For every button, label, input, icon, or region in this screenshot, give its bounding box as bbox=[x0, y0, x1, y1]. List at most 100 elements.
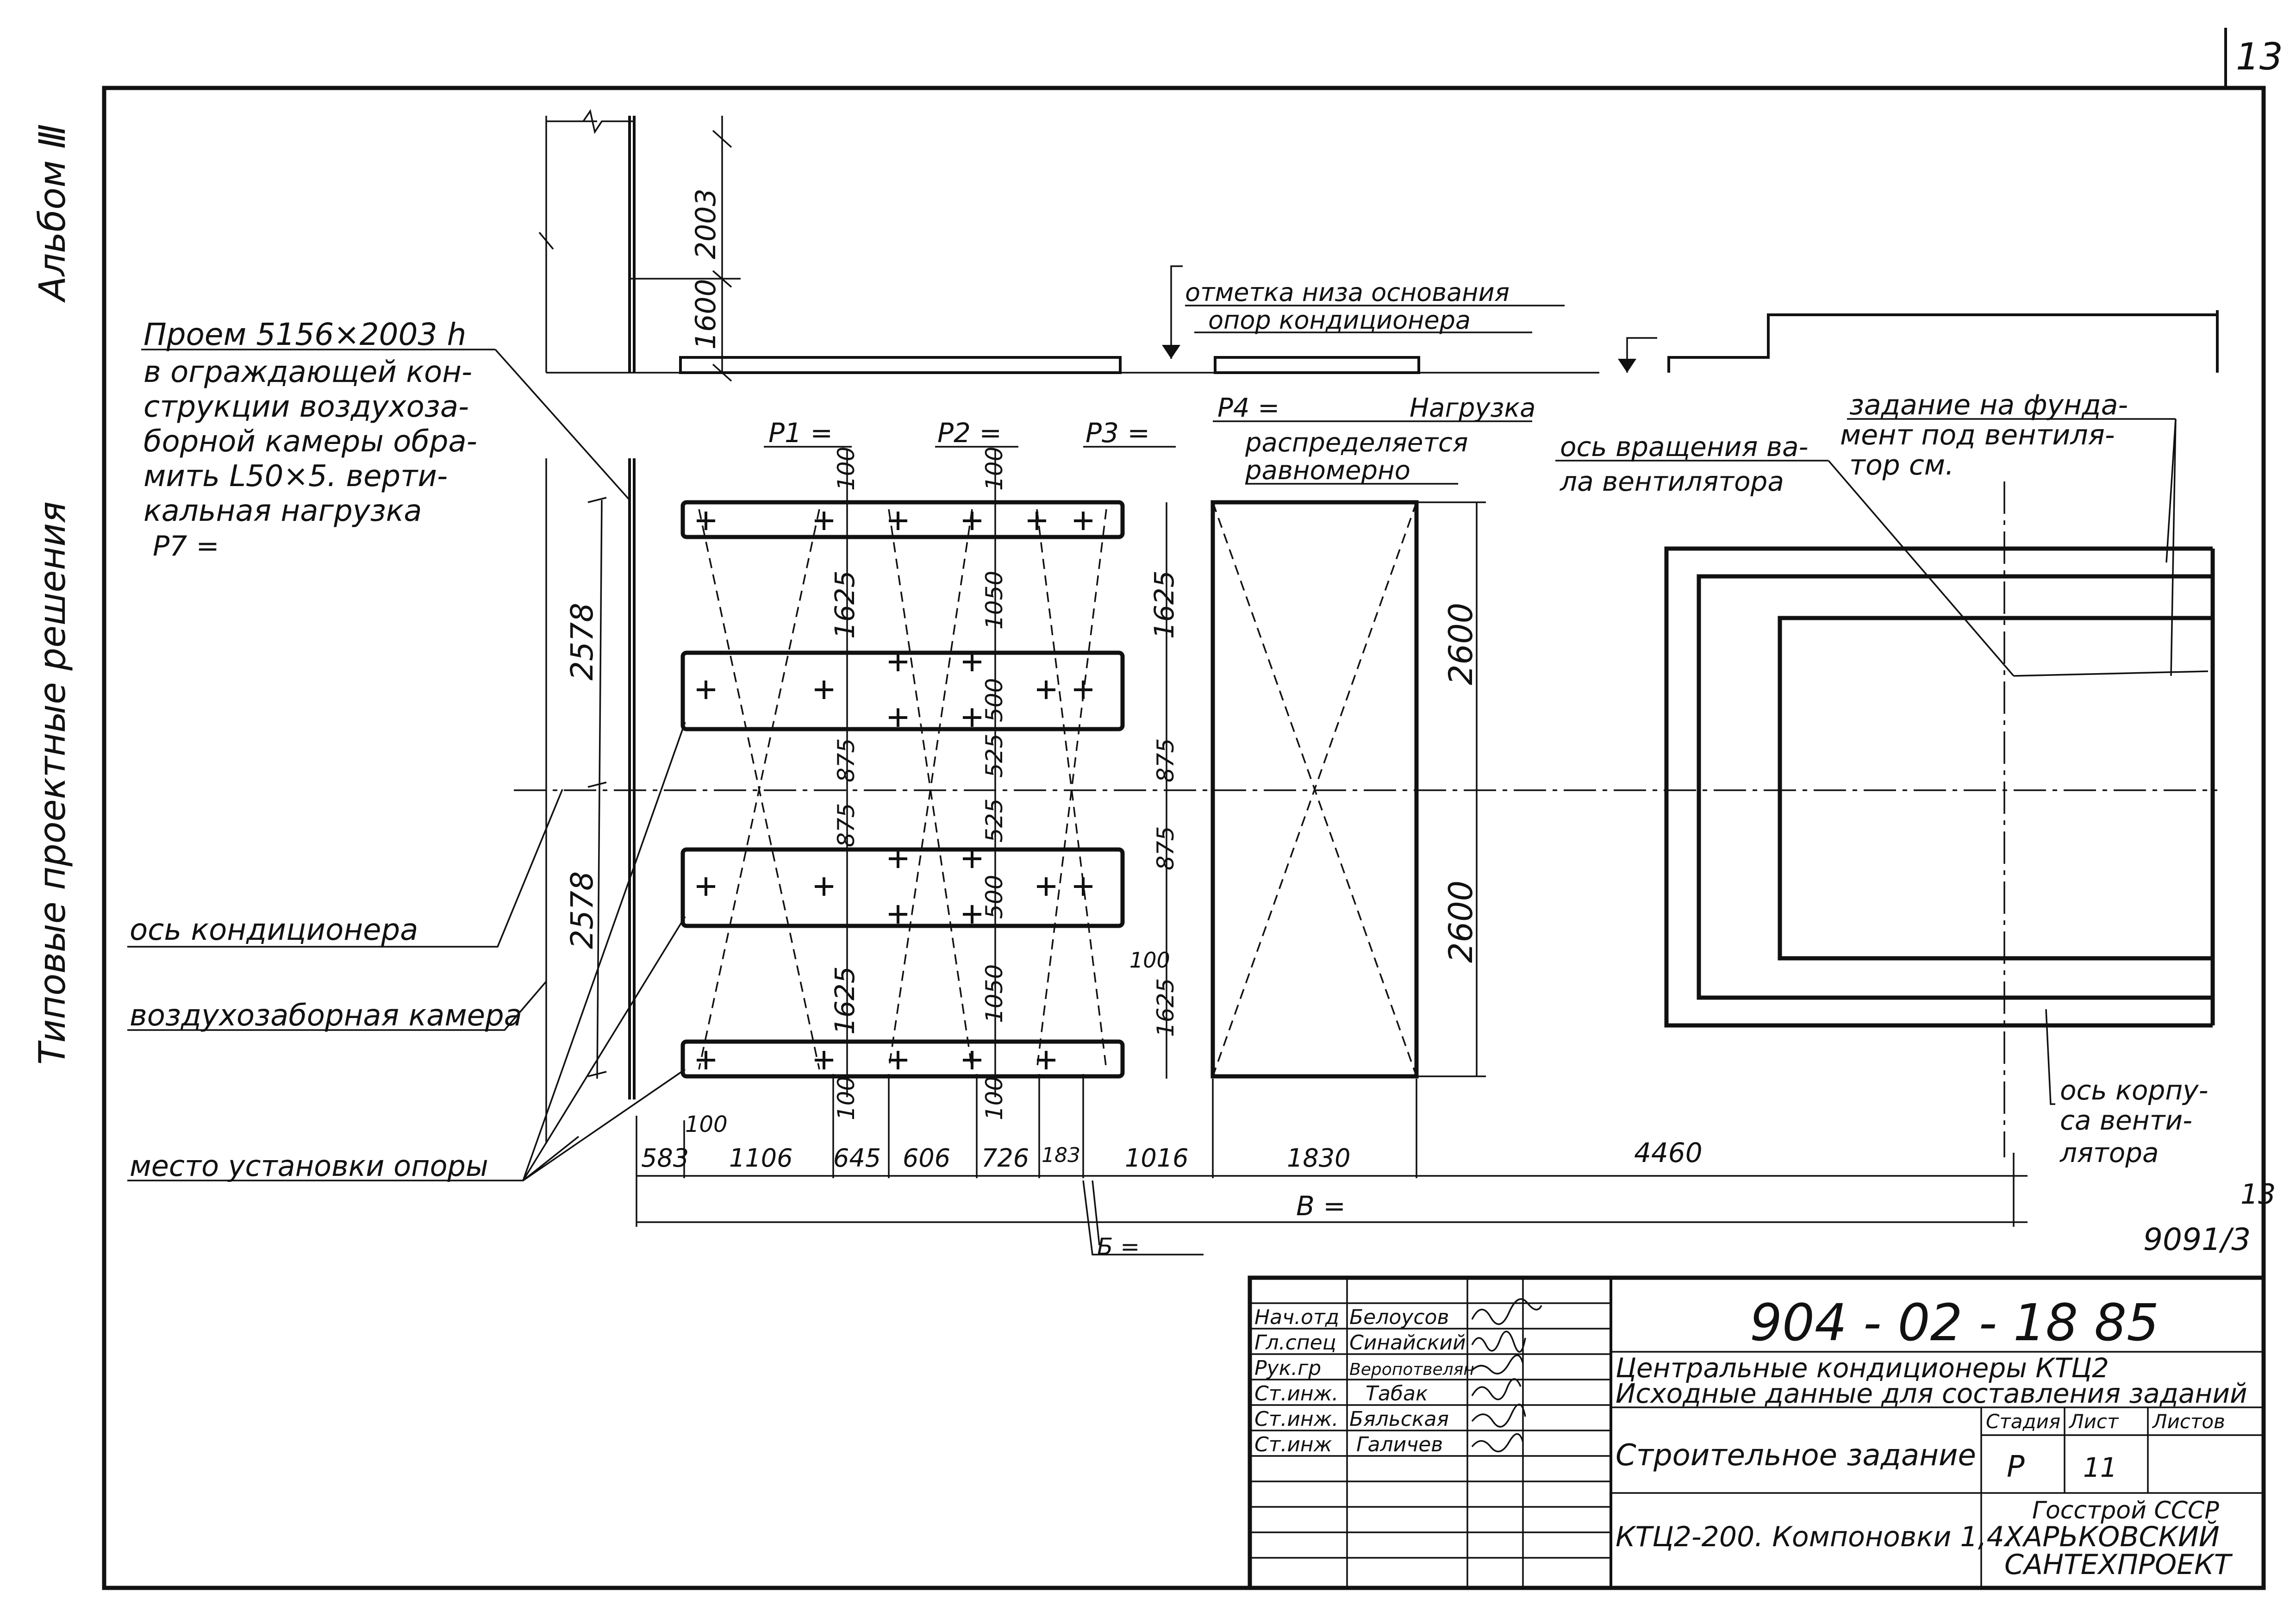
sheet-label: Лист bbox=[2068, 1410, 2119, 1433]
title-block: Нач.отд Белоусов Гл.спец Синайский Рук.г… bbox=[1248, 1275, 2266, 1590]
staff-name-6: Галичев bbox=[1356, 1433, 1443, 1456]
title-line-2: Исходные данные для составления заданий bbox=[1616, 1378, 2247, 1409]
dim-500-b: 500 bbox=[981, 875, 1008, 919]
staff-role-3: Рук.гр bbox=[1254, 1356, 1321, 1380]
support-beam-2 bbox=[680, 650, 1125, 731]
opening-note-4: борной камеры обра- bbox=[144, 425, 477, 459]
load-p3: P3 = bbox=[1086, 417, 1150, 449]
p4-load-word: Нагрузка bbox=[1410, 393, 1535, 423]
dim-525-b: 525 bbox=[981, 799, 1008, 843]
dim-100-e: 100 bbox=[1129, 948, 1170, 973]
opening-note-5: мить L50×5. верти- bbox=[144, 459, 448, 493]
dim-4460: 4460 bbox=[1634, 1137, 1703, 1168]
motor-footprint bbox=[1210, 500, 1419, 1079]
opening-note-2: в ограждающей кон- bbox=[144, 355, 472, 389]
dim-1625-a: 1625 bbox=[829, 570, 861, 639]
sheets-label: Листов bbox=[2152, 1410, 2225, 1433]
foundation-note-3: тор см. bbox=[1849, 449, 1954, 481]
sheet-name: Строительное задание bbox=[1616, 1438, 1976, 1473]
p4-label: P4 = bbox=[1217, 393, 1279, 423]
opening-note-3: струкции воздухоза- bbox=[144, 390, 469, 424]
staff-role-4: Ст.инж. bbox=[1254, 1382, 1338, 1405]
dim-1050-b: 1050 bbox=[981, 964, 1008, 1023]
dim-100-c: 100 bbox=[981, 447, 1008, 491]
fan-body-note-3: лятора bbox=[2059, 1137, 2159, 1168]
dim-583: 583 bbox=[641, 1143, 689, 1173]
page-number: 13 bbox=[2236, 35, 2283, 78]
shaft-axis-note-2: ла вентилятора bbox=[1560, 466, 1784, 497]
sheet-value: 11 bbox=[2083, 1452, 2117, 1483]
dim-1625-c: 1625 bbox=[1148, 570, 1180, 639]
shaft-axis-note-1: ось вращения ва- bbox=[1560, 431, 1808, 462]
org-line-1: Госстрой СССР bbox=[2032, 1497, 2219, 1524]
dim-100-d: 100 bbox=[981, 1076, 1008, 1120]
staff-role-5: Ст.инж. bbox=[1254, 1407, 1338, 1431]
dim-b: Б = bbox=[1097, 1233, 1140, 1260]
staff-role-2: Гл.спец bbox=[1254, 1331, 1336, 1355]
level-arrow-icon-2 bbox=[1618, 359, 1636, 373]
signatures bbox=[1471, 1298, 1542, 1453]
dim-1106: 1106 bbox=[729, 1143, 792, 1173]
staff-name-5: Бяльская bbox=[1349, 1407, 1449, 1431]
support-mark-line2: опор кондиционера bbox=[1208, 306, 1471, 335]
dim-875-a: 875 bbox=[833, 738, 860, 782]
dim-606: 606 bbox=[903, 1143, 950, 1173]
foundation-note-1: задание на фунда- bbox=[1849, 389, 2128, 421]
support-beam-4 bbox=[680, 1039, 1125, 1079]
dim-100-f: 100 bbox=[685, 1112, 728, 1137]
fan-body-note-1: ось корпу- bbox=[2060, 1074, 2209, 1106]
sheet-frame bbox=[102, 86, 2266, 1590]
dim-2578-bottom: 2578 bbox=[564, 871, 600, 949]
dim-1050-a: 1050 bbox=[981, 571, 1008, 630]
support-mark-line1: отметка низа основания bbox=[1185, 278, 1510, 307]
layout-name: КТЦ2-200. Компоновки 1,4. bbox=[1616, 1521, 2013, 1553]
dim-2600-bottom: 2600 bbox=[1442, 881, 1480, 963]
p4-distributed: распределяется bbox=[1245, 428, 1468, 458]
load-p1: P1 = bbox=[768, 417, 833, 449]
bottom-dimensions: 583 1106 645 606 726 183 1016 1830 4460 … bbox=[636, 1074, 2276, 1260]
level-arrow-icon bbox=[1162, 345, 1180, 359]
dim-1600: 1600 bbox=[690, 279, 722, 350]
dim-1016: 1016 bbox=[1125, 1143, 1188, 1173]
dim-645: 645 bbox=[833, 1143, 881, 1173]
dim-100-a: 100 bbox=[833, 447, 860, 491]
plan-view: 2578 2578 P1 = P2 = P3 = bbox=[127, 317, 2217, 1183]
dim-1625-d: 1625 bbox=[1152, 978, 1179, 1037]
org-line-2: ХАРЬКОВСКИЙ bbox=[2003, 1520, 2220, 1553]
dim-500-a: 500 bbox=[981, 678, 1008, 722]
dim-875-b: 875 bbox=[833, 803, 860, 847]
elevation-view: 2003 1600 отметка низа основания опор ко… bbox=[538, 109, 2219, 382]
album-label: Альбом Ⅲ bbox=[32, 124, 74, 303]
sheet-ref-13: 13 bbox=[2240, 1178, 2276, 1211]
series-label: Типовые проектные решения bbox=[32, 501, 74, 1065]
dim-2003: 2003 bbox=[690, 188, 722, 259]
dim-1625-b: 1625 bbox=[829, 966, 861, 1035]
support-beam-1 bbox=[680, 500, 1125, 539]
intake-chamber-label: воздухозаборная камера bbox=[130, 999, 522, 1033]
dim-B: B = bbox=[1296, 1190, 1346, 1222]
drawing-code: 904 - 02 - 18 85 bbox=[1750, 1293, 2159, 1352]
staff-name-3: Веропотвелян bbox=[1349, 1360, 1474, 1379]
org-line-3: САНТЕХПРОЕКТ bbox=[2004, 1549, 2233, 1581]
dim-525-a: 525 bbox=[981, 734, 1008, 778]
stage-label: Стадия bbox=[1986, 1410, 2060, 1433]
support-beam-3 bbox=[680, 847, 1125, 928]
opening-note-7: P7 = bbox=[153, 530, 219, 562]
dim-875-c: 875 bbox=[1152, 738, 1179, 782]
staff-name-4: Табак bbox=[1366, 1382, 1428, 1405]
support-place-label: место установки опоры bbox=[130, 1149, 488, 1183]
fan-body-note-2: са венти- bbox=[2060, 1105, 2192, 1136]
title-line-1: Центральные кондиционеры КТЦ2 bbox=[1616, 1352, 2109, 1384]
staff-name-1: Белоусов bbox=[1349, 1305, 1449, 1329]
load-p2: P2 = bbox=[937, 417, 1002, 449]
sheet-ref-9091: 9091/3 bbox=[2143, 1222, 2251, 1257]
p4-evenly: равномерно bbox=[1245, 456, 1410, 486]
dim-2578-top: 2578 bbox=[564, 603, 600, 681]
dim-726: 726 bbox=[981, 1143, 1029, 1173]
staff-role-1: Нач.отд bbox=[1254, 1305, 1339, 1329]
conditioner-axis-label: ось кондиционера bbox=[130, 913, 418, 947]
dim-2600-top: 2600 bbox=[1442, 603, 1480, 685]
dim-100-b: 100 bbox=[833, 1076, 860, 1120]
opening-note-1: Проем 5156×2003 h bbox=[144, 317, 466, 352]
